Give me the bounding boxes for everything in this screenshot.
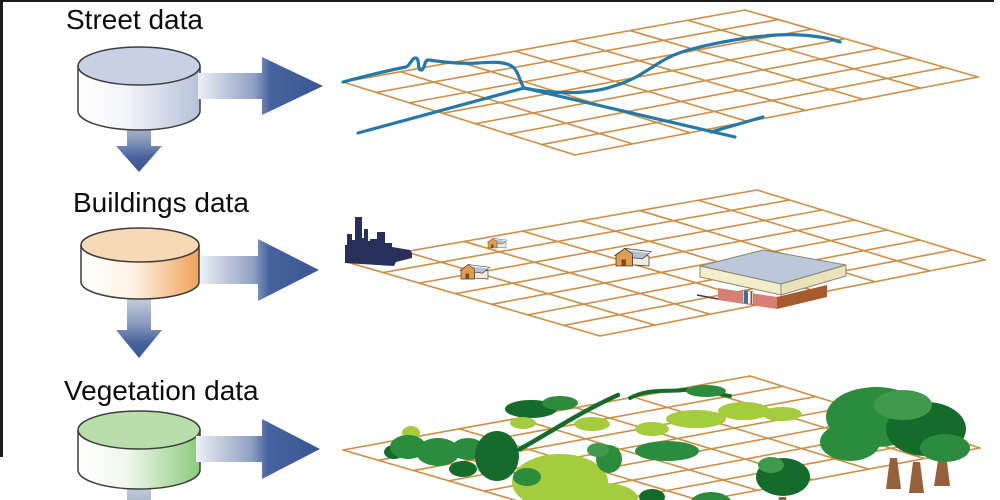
layer-vegetation	[77, 375, 981, 500]
factory-silhouette	[345, 217, 412, 266]
buildings-right-arrow	[200, 239, 319, 301]
diagram-graphics	[77, 9, 986, 500]
street-data-label: Street data	[66, 4, 203, 35]
street-lines	[341, 33, 842, 139]
vegetation-database-cylinder-top	[77, 410, 201, 450]
street-grid-plane	[342, 9, 979, 156]
buildings-grid-plane	[346, 189, 986, 337]
vegetation-data-label: Vegetation data	[64, 375, 259, 406]
buildings-down-arrow	[116, 288, 162, 358]
layer-street	[77, 9, 979, 172]
house	[459, 264, 491, 280]
image-border-top	[0, 0, 994, 2]
vegetation-right-arrow	[196, 419, 320, 479]
vegetation-shapes	[384, 385, 970, 500]
street-right-arrow	[198, 57, 323, 115]
layer-buildings	[80, 189, 986, 358]
large-flat-roof-building	[696, 249, 847, 309]
image-border-left	[0, 0, 3, 457]
street-database-cylinder-top	[77, 46, 201, 86]
buildings-data-label: Buildings data	[73, 187, 249, 218]
house	[487, 238, 508, 249]
buildings-database-cylinder-top	[80, 227, 200, 263]
house	[614, 247, 652, 267]
